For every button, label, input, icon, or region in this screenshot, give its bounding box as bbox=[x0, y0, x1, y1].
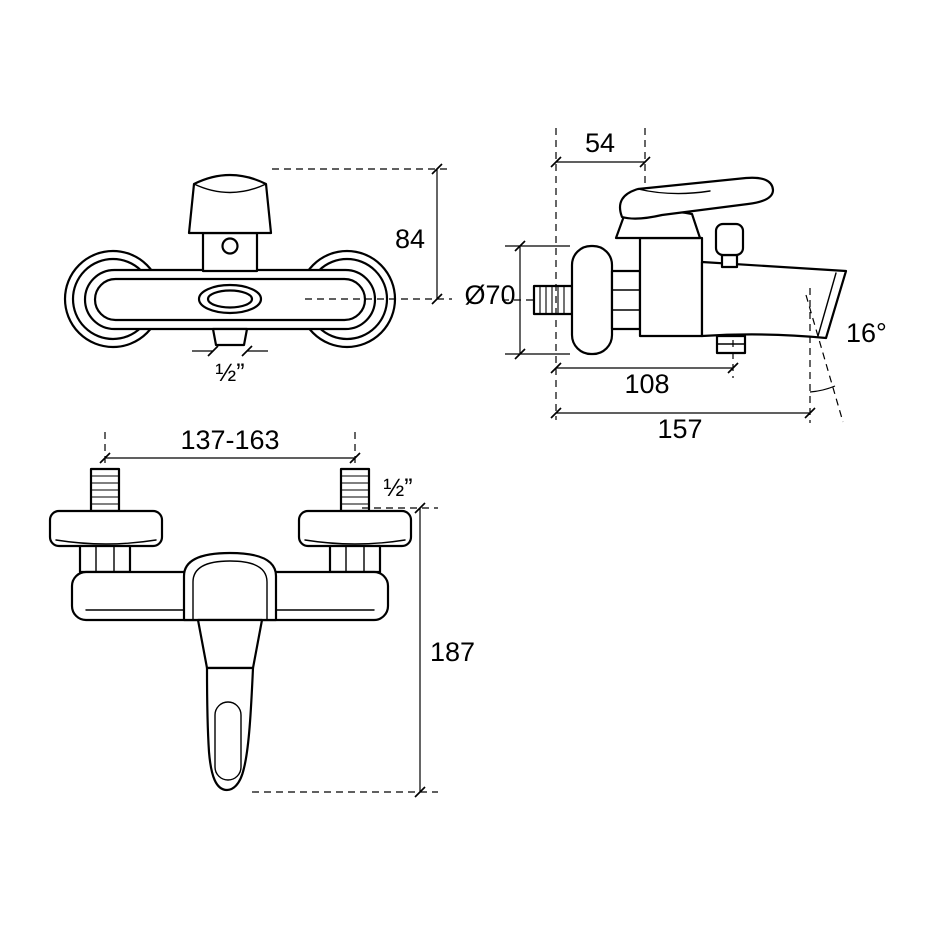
front-view-faucet-outline bbox=[63, 174, 397, 349]
bottom-front-view: 137-163 bbox=[48, 425, 475, 798]
dimension-ticks-84 bbox=[431, 163, 443, 305]
dim-157-label: 157 bbox=[657, 414, 702, 444]
wall-flange-side bbox=[570, 244, 614, 356]
side-view-dimensions: 54 Ø70 108 157 bbox=[464, 128, 887, 444]
dim-187-label: 187 bbox=[430, 637, 475, 667]
bottom-view-faucet-outline bbox=[48, 467, 413, 792]
dimension-ticks-137-163 bbox=[99, 452, 361, 464]
dim-70-label: Ø70 bbox=[464, 280, 515, 310]
right-hex-nut bbox=[328, 544, 382, 574]
left-escutcheon bbox=[48, 509, 164, 548]
hex-nut bbox=[610, 269, 642, 331]
side-view-faucet-outline bbox=[532, 176, 848, 356]
cartridge-dome-contour bbox=[192, 560, 268, 621]
lever-handle bbox=[187, 174, 273, 235]
dim-54-label: 54 bbox=[585, 128, 615, 158]
front-view: 84 ½” bbox=[63, 163, 452, 387]
left-hex-nut bbox=[78, 544, 132, 574]
angle-arc bbox=[809, 385, 836, 393]
inlet-thread-lines bbox=[539, 287, 565, 313]
mixer-body-side bbox=[638, 236, 704, 338]
down-lever-handle bbox=[205, 666, 255, 792]
right-inlet-threads bbox=[342, 475, 368, 505]
right-escutcheon bbox=[297, 509, 413, 548]
spout-side bbox=[700, 260, 848, 340]
dimension-ticks-70 bbox=[514, 240, 526, 360]
front-view-dimensions: 84 ½” bbox=[192, 163, 452, 387]
lever-grip-contour bbox=[214, 701, 242, 781]
left-escutcheon-contour bbox=[55, 539, 157, 545]
dim-half-inch-label-front: ½” bbox=[215, 359, 244, 387]
side-view: 54 Ø70 108 157 bbox=[464, 128, 887, 444]
lever-handle-side bbox=[618, 176, 775, 220]
dim-16deg-label: 16° bbox=[846, 318, 887, 348]
bottom-view-dimensions-right: ½” 187 bbox=[252, 474, 475, 798]
dimension-ticks-54 bbox=[550, 156, 651, 168]
bottom-view-dimensions-top: 137-163 bbox=[99, 425, 361, 540]
cartridge-dome bbox=[182, 551, 278, 622]
dimension-ticks-187 bbox=[414, 502, 426, 798]
diverter-knob bbox=[714, 222, 745, 257]
angle-reference-slanted bbox=[805, 294, 844, 423]
right-escutcheon-contour bbox=[304, 539, 406, 545]
lever-handle-contour bbox=[193, 183, 267, 194]
spout-tip-contour bbox=[817, 272, 837, 337]
diverter-knob-stem bbox=[720, 253, 739, 269]
dim-half-inch-label-bottom: ½” bbox=[383, 474, 412, 502]
spout-opening-inner bbox=[206, 289, 254, 309]
dim-84-label: 84 bbox=[395, 224, 425, 254]
left-inlet-threads bbox=[92, 475, 118, 505]
dimension-ticks-108 bbox=[550, 362, 739, 374]
outlet-thread-marks bbox=[192, 345, 268, 357]
lever-contour-side bbox=[637, 188, 711, 195]
dim-137-163-label: 137-163 bbox=[180, 425, 279, 455]
aerator-outlet bbox=[211, 327, 249, 347]
body-taper bbox=[196, 618, 264, 670]
handle-screw bbox=[221, 237, 239, 255]
dim-108-label: 108 bbox=[624, 369, 669, 399]
